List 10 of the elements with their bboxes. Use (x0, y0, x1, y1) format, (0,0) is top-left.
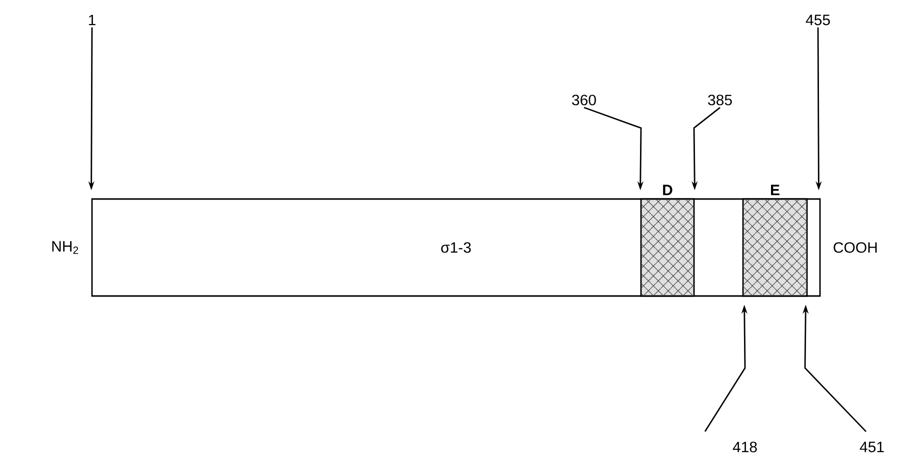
position-number: 451 (860, 442, 884, 452)
position-number: 385 (708, 94, 732, 106)
position-number: 418 (732, 442, 757, 452)
terminus-label: COOH (834, 242, 877, 253)
hatched-region: D (663, 184, 672, 196)
position-number: 360 (572, 94, 596, 106)
position-number: 1 (88, 14, 96, 26)
position-number: 455 (806, 14, 830, 26)
hatched-region: E (771, 184, 780, 196)
terminus-label: NH$_{2}$ (52, 241, 78, 254)
